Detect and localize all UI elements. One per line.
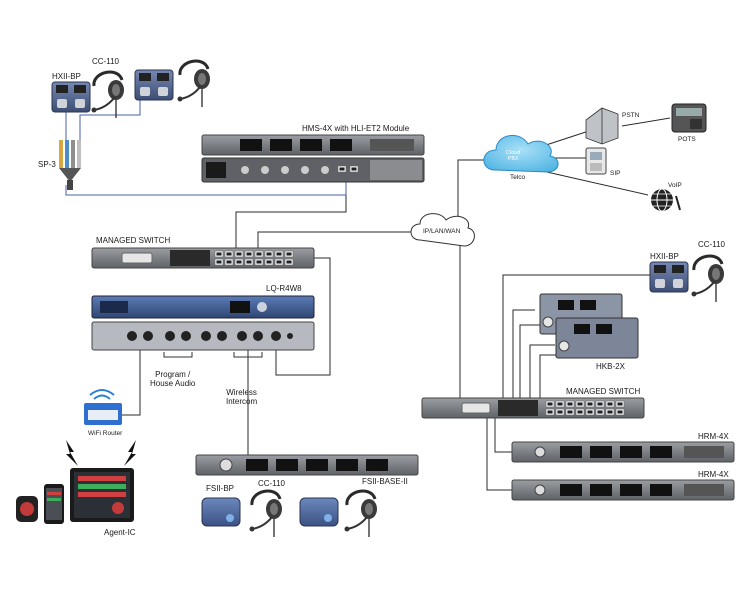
- headset-icon: [690, 254, 726, 304]
- sip-phone-icon: [585, 147, 607, 175]
- managed-switch-right-label: MANAGED SWITCH: [566, 387, 641, 396]
- voip-label: VoIP: [668, 182, 682, 189]
- hxii-bp-right-device: [649, 261, 689, 293]
- hrm-4x-device-2: [511, 479, 735, 501]
- cc110-right-label: CC-110: [698, 240, 725, 249]
- lightning-icon: [66, 440, 78, 466]
- lightning-icon: [124, 440, 136, 466]
- switch-to-hrm2-cable: [486, 415, 512, 491]
- telco-label: Telco: [510, 174, 526, 181]
- building-icon: [585, 107, 619, 145]
- managed-switch-right-device: [421, 397, 645, 419]
- fsii-base-ii-device: [195, 454, 419, 476]
- beltpack-icon: [649, 261, 689, 293]
- wireless-intercom-label: Wireless Intercom: [226, 388, 258, 407]
- lq-r4w8-label: LQ-R4W8: [266, 284, 302, 293]
- cc110-left-label: CC-110: [92, 57, 119, 66]
- switch-to-hkb-cable-2: [519, 324, 545, 398]
- program-house-audio-label: Program / House Audio: [150, 370, 196, 389]
- cc110-bottom-headset-2: [343, 489, 379, 539]
- beltpack-icon: [51, 81, 91, 113]
- hms4x-label: HMS-4X with HLI-ET2 Module: [302, 124, 410, 133]
- switch-to-hrm1-cable: [494, 415, 512, 453]
- lq-to-router-cable: [122, 348, 141, 416]
- hrm-4x-2-label: HRM-4X: [698, 470, 729, 479]
- cable-lines: [122, 117, 671, 491]
- beltpack-icon: [134, 69, 174, 101]
- wifi-router-label: WiFi Router: [88, 430, 123, 437]
- hkb-2x-label: HKB-2X: [596, 362, 625, 371]
- hxii-bp-left-label: HXII-BP: [52, 72, 81, 81]
- headset-icon: [248, 489, 284, 539]
- pbx-to-voip-line: [537, 169, 649, 196]
- switch-to-lq-cable: [275, 257, 331, 376]
- sip-label: SIP: [610, 170, 621, 177]
- globe-icon: [651, 188, 681, 212]
- switch-to-hkb-cable-1: [512, 309, 535, 398]
- tablet-icon: [70, 468, 134, 522]
- wifi-router-device: [84, 389, 122, 425]
- fsii-bp-device-2: [299, 497, 339, 527]
- fsii-bp-label: FSII-BP: [206, 484, 235, 493]
- smartphone-icon: [44, 484, 64, 524]
- cc110-second-headset: [176, 59, 212, 109]
- headset-icon: [90, 70, 126, 120]
- cc110-bottom-label: CC-110: [258, 479, 285, 488]
- ip-lan-wan-label: IP/LAN/WAN: [423, 228, 461, 235]
- hxii-bp-left-device: [51, 81, 91, 113]
- hxii-second-cable: [79, 100, 141, 140]
- hxii-bp-second-device: [134, 69, 174, 101]
- pstn-label: PSTN: [622, 112, 640, 119]
- hms-4x-device: [201, 134, 425, 183]
- switch-to-wan-cable: [257, 231, 415, 248]
- cc110-right-headset: [690, 254, 726, 304]
- switch-to-hkb-cable-4: [539, 354, 560, 398]
- agent-ic-devices: [16, 468, 134, 524]
- network-cloud-icon: [410, 213, 475, 247]
- agent-ic-label: Agent-IC: [104, 528, 136, 537]
- hrm-4x-1-label: HRM-4X: [698, 432, 729, 441]
- fsii-base-ii-label: FSII-BASE-II: [362, 477, 408, 486]
- hkb-2x-device: [539, 293, 639, 359]
- switch-to-hxii-right-cable: [502, 274, 652, 398]
- headset-icon: [176, 59, 212, 109]
- headset-icon: [343, 489, 379, 539]
- hms-to-switch-cable: [235, 180, 347, 250]
- hxii-bp-right-label: HXII-BP: [650, 252, 679, 261]
- sp3-to-hms-cable: [65, 180, 347, 196]
- cloud-pbx-label: Cloud PBX: [506, 150, 521, 163]
- sp3-splitter: [59, 140, 81, 190]
- managed-switch-left-device: [91, 247, 315, 269]
- pstn-to-pots-line: [621, 117, 671, 127]
- hrm-4x-device-1: [511, 441, 735, 463]
- switch-to-hkb-cable-3: [529, 344, 555, 398]
- smartwatch-icon: [16, 496, 38, 522]
- phone-icon: [671, 103, 707, 133]
- pots-label: POTS: [678, 136, 696, 143]
- wireless-bolts: [66, 440, 136, 466]
- managed-switch-left-label: MANAGED SWITCH: [96, 236, 171, 245]
- cc110-bottom-headset-1: [248, 489, 284, 539]
- lq-r4w8-device: [91, 295, 315, 358]
- sp3-label: SP-3: [38, 160, 56, 169]
- cc110-left-headset: [90, 70, 126, 120]
- cloud-icon: [483, 135, 559, 173]
- fsii-bp-device-1: [201, 497, 241, 527]
